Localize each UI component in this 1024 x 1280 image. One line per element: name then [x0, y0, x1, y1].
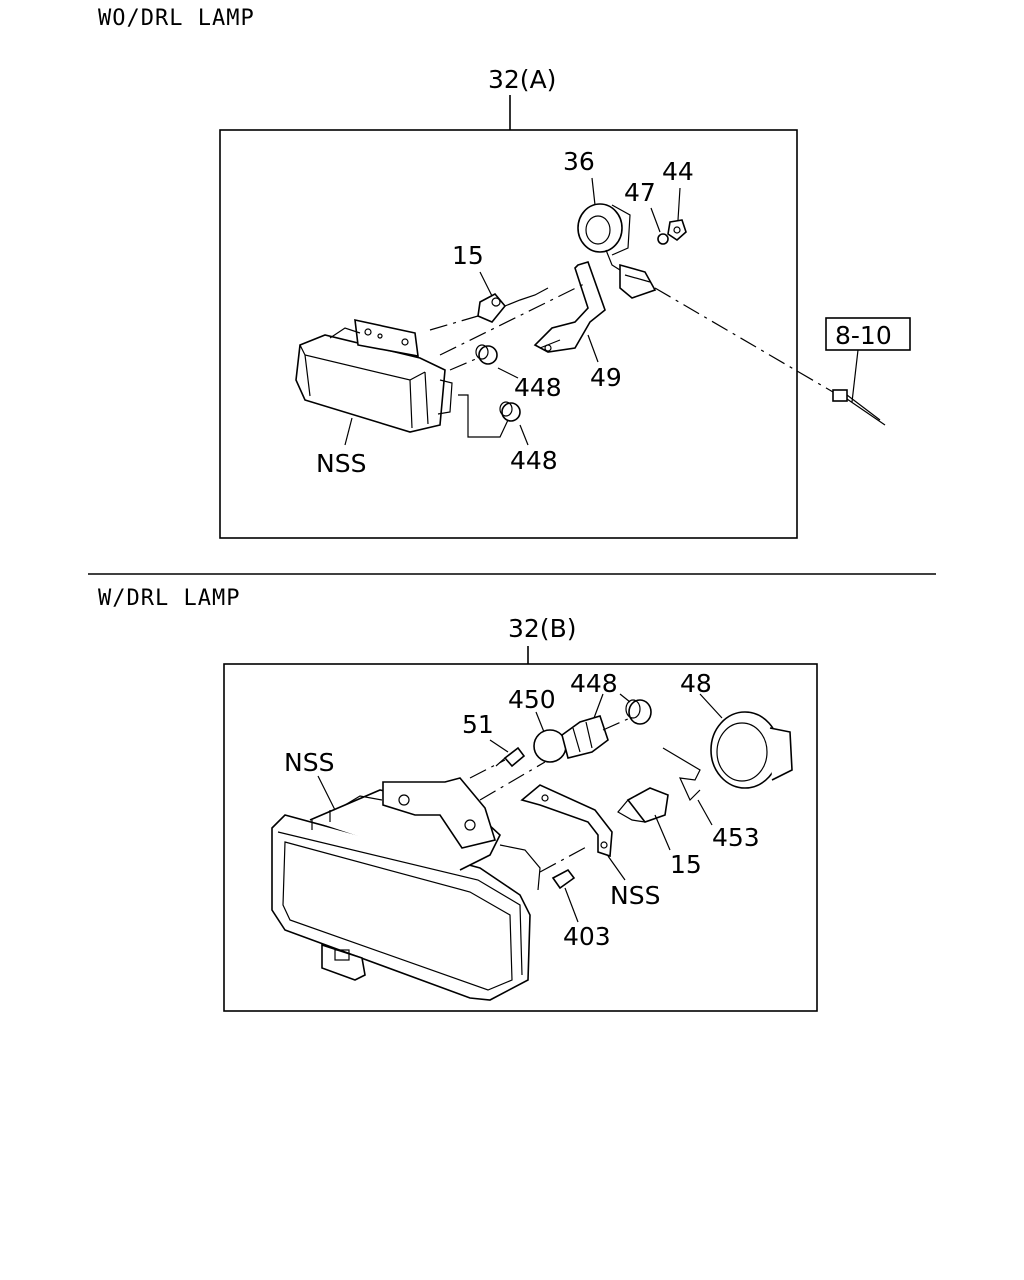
- assembly-frame-b: [223, 663, 818, 1012]
- harness-plug[interactable]: [832, 389, 886, 426]
- assembly-label-a[interactable]: 32(A): [488, 65, 556, 94]
- connector-a[interactable]: [619, 263, 657, 299]
- callout-48[interactable]: 48: [680, 669, 712, 698]
- callout-36[interactable]: 36: [563, 147, 595, 176]
- fog-lamp-body-b[interactable]: [271, 777, 541, 1001]
- washer-47[interactable]: [657, 233, 669, 245]
- callout-nss-b2[interactable]: NSS: [610, 881, 660, 910]
- section-b-title: W/DRL LAMP: [98, 586, 240, 611]
- callout-47[interactable]: 47: [624, 178, 656, 207]
- screw-403[interactable]: [551, 868, 576, 890]
- bulb-15-b[interactable]: [617, 787, 669, 823]
- sleeve-448-lower[interactable]: [499, 401, 521, 422]
- bracket-49[interactable]: [533, 261, 606, 353]
- callout-448-lower[interactable]: 448: [510, 446, 558, 475]
- socket-ring-48[interactable]: [710, 711, 793, 789]
- bracket-nss-b[interactable]: [520, 784, 613, 858]
- socket-36[interactable]: [577, 203, 631, 271]
- callout-453[interactable]: 453: [712, 823, 760, 852]
- callout-nss-b1[interactable]: NSS: [284, 748, 334, 777]
- sleeve-448-b[interactable]: [625, 699, 652, 725]
- wire-453[interactable]: [662, 747, 701, 802]
- callout-448-upper[interactable]: 448: [514, 373, 562, 402]
- assembly-label-b[interactable]: 32(B): [508, 614, 576, 643]
- callout-51[interactable]: 51: [462, 710, 494, 739]
- callout-450[interactable]: 450: [508, 685, 556, 714]
- callout-15[interactable]: 15: [452, 241, 484, 270]
- bulb-15-a[interactable]: [477, 287, 549, 323]
- sleeve-448-upper[interactable]: [475, 344, 498, 365]
- callout-44[interactable]: 44: [662, 157, 694, 186]
- section-a-title: WO/DRL LAMP: [98, 6, 255, 31]
- assembly-frame-a: [219, 129, 798, 539]
- ref-box-8-10[interactable]: [825, 317, 911, 351]
- bulb-450[interactable]: [533, 715, 609, 763]
- fog-lamp-body-a[interactable]: [295, 318, 453, 433]
- ref-label-8-10[interactable]: 8-10: [835, 321, 892, 350]
- screw-51[interactable]: [495, 746, 526, 768]
- callout-403[interactable]: 403: [563, 922, 611, 951]
- callout-448-b[interactable]: 448: [570, 669, 618, 698]
- callout-15-b[interactable]: 15: [670, 850, 702, 879]
- nut-44[interactable]: [667, 219, 687, 242]
- callout-49[interactable]: 49: [590, 363, 622, 392]
- callout-nss-a[interactable]: NSS: [316, 449, 366, 478]
